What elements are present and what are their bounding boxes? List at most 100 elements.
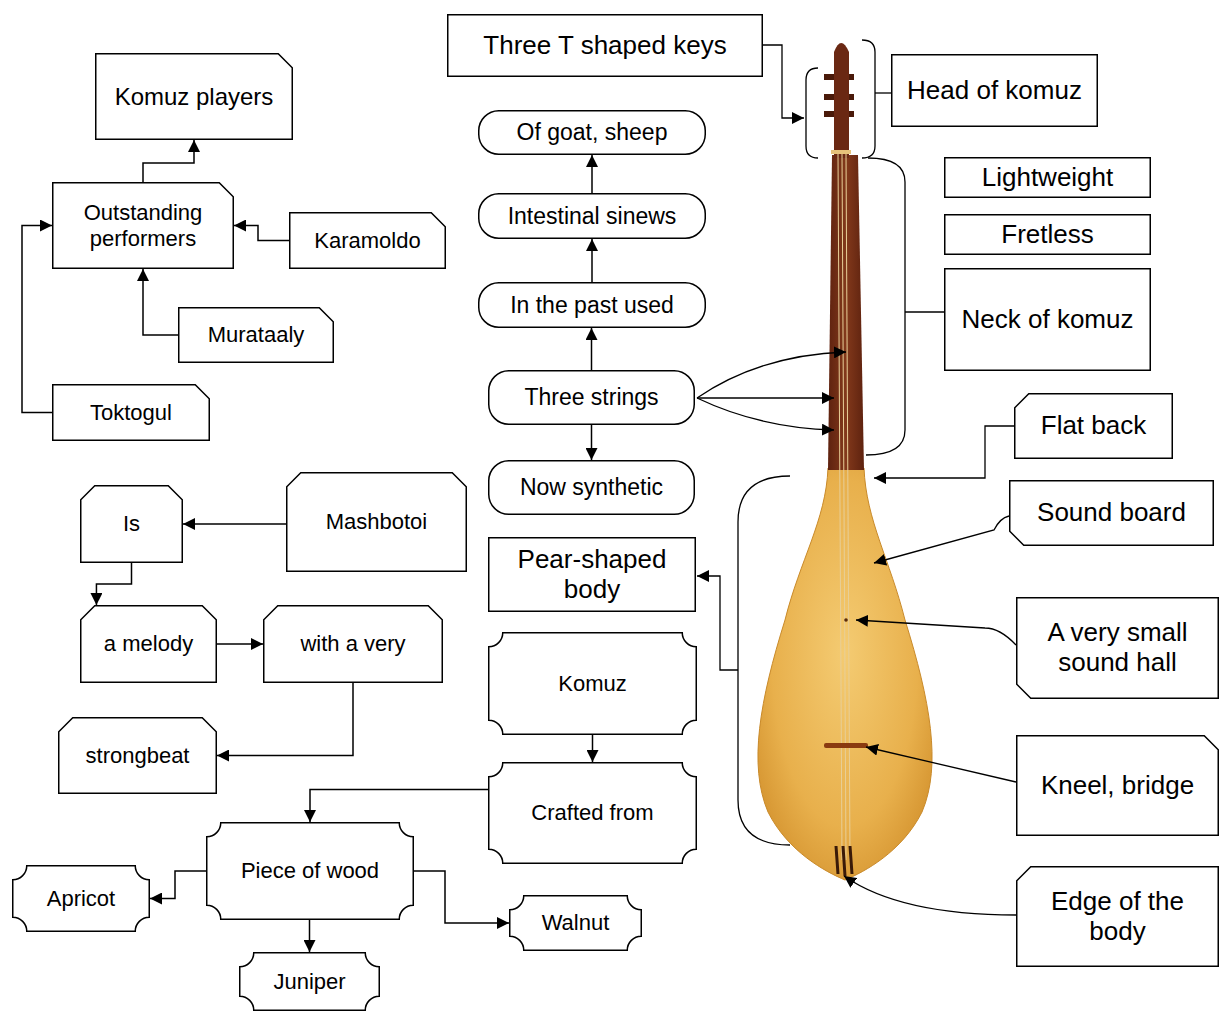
flow-arrow	[309, 920, 311, 952]
node-text: Komuz	[558, 671, 626, 696]
node-outline-path	[81, 486, 183, 563]
node-outline-path	[489, 461, 695, 515]
string-tail	[836, 846, 852, 876]
node-text: Lightweight	[982, 163, 1114, 193]
node-text: Mashbotoi	[326, 509, 428, 534]
node-outline-path	[448, 15, 763, 77]
node-text: Komuz players	[115, 83, 274, 111]
name-box: Toktogul	[52, 384, 210, 441]
node-outline-path	[892, 55, 1098, 127]
tuning-key	[824, 94, 834, 100]
node-text: Toktogul	[90, 400, 172, 425]
node-text: Kneel, bridge	[1041, 771, 1194, 801]
node-outline-path	[1017, 598, 1219, 699]
part-label: Sound board	[1009, 480, 1214, 546]
name-box: Murataaly	[178, 307, 334, 363]
part-label: Kneel, bridge	[1016, 735, 1219, 836]
node-text: Juniper	[273, 969, 345, 994]
flow-arrow	[592, 735, 594, 762]
node-outline-path	[945, 215, 1151, 255]
part-label: A very small sound hall	[1016, 597, 1219, 699]
node-text: Outstanding performers	[62, 200, 224, 251]
phrase-box: Is	[80, 485, 183, 563]
material-box: Piece of wood	[206, 822, 414, 920]
node-text: a melody	[104, 631, 193, 656]
node-outline-path	[240, 953, 380, 1011]
leader-arrow	[874, 426, 1014, 478]
feature-label: Lightweight	[944, 157, 1151, 198]
node-outline-path	[179, 308, 334, 363]
node-text: Neck of komuz	[962, 305, 1134, 335]
material-box: Walnut	[509, 895, 642, 951]
topic-box: Outstanding performers	[52, 182, 234, 269]
komuz-string	[838, 154, 842, 860]
leader-arrow	[844, 876, 1016, 915]
node-outline-path	[945, 269, 1151, 371]
material-box: Juniper	[239, 952, 380, 1011]
tuning-key	[849, 111, 854, 117]
flow-arrow	[591, 155, 593, 193]
leader-arrow	[866, 747, 1016, 782]
node-outline-path	[1017, 867, 1219, 967]
leader-arrow	[697, 576, 738, 670]
node-outline-path	[489, 763, 697, 864]
bracket	[862, 40, 875, 158]
part-label: Edge of the body	[1016, 866, 1219, 967]
fact-box: Three strings	[488, 370, 695, 425]
leader-arrow	[874, 516, 1009, 563]
material-box: Komuz	[488, 632, 697, 735]
phrase-box: with a very	[263, 605, 443, 683]
node-text: Karamoldo	[314, 228, 420, 253]
part-label: Head of komuz	[891, 54, 1098, 127]
komuz-nut	[831, 150, 851, 154]
node-text: Crafted from	[531, 800, 653, 825]
flow-arrow	[414, 871, 509, 923]
flow-arrow	[143, 140, 194, 182]
node-text: Is	[123, 511, 140, 536]
node-text: Flat back	[1041, 411, 1147, 441]
node-text: Pear-shaped body	[498, 545, 686, 605]
node-text: Edge of the body	[1026, 887, 1209, 947]
flow-arrow	[22, 226, 52, 413]
node-text: In the past used	[510, 292, 674, 318]
fact-box: Now synthetic	[488, 460, 695, 515]
node-outline-path	[53, 385, 210, 441]
leader-arrow	[697, 398, 834, 430]
komuz-string	[846, 154, 850, 860]
node-outline-path	[13, 866, 150, 932]
node-outline-path	[59, 718, 217, 794]
node-text: Sound board	[1037, 498, 1186, 528]
node-outline-path	[489, 371, 695, 425]
node-outline-path	[1017, 736, 1219, 836]
node-outline-path	[479, 194, 706, 239]
bracket	[866, 158, 905, 455]
material-box: Apricot	[12, 865, 150, 932]
node-outline-path	[290, 213, 446, 269]
node-text: strongbeat	[86, 743, 190, 768]
node-outline-path	[287, 473, 467, 572]
phrase-box: Mashbotoi	[286, 472, 467, 572]
fact-box: Of goat, sheep	[478, 110, 706, 155]
tuning-key	[849, 74, 854, 80]
flow-arrow	[217, 643, 263, 645]
flow-arrow	[591, 239, 593, 282]
part-label: Flat back	[1014, 393, 1173, 459]
node-text: A very small sound hall	[1026, 618, 1209, 678]
node-text: Apricot	[47, 886, 115, 911]
part-label: Neck of komuz	[944, 268, 1151, 371]
flow-arrow	[591, 425, 593, 460]
node-outline-path	[510, 896, 642, 951]
node-outline-path	[96, 54, 293, 140]
bracket	[806, 68, 818, 158]
node-text: Murataaly	[208, 322, 305, 347]
flow-arrow	[150, 871, 206, 899]
node-outline-path	[489, 538, 696, 612]
phrase-box: a melody	[80, 605, 217, 683]
node-text: Walnut	[542, 910, 610, 935]
node-text: Fretless	[1001, 220, 1093, 250]
node-text: Of goat, sheep	[517, 119, 668, 145]
node-outline-path	[945, 158, 1151, 198]
tuning-key	[849, 94, 854, 100]
flow-arrow	[310, 790, 488, 822]
part-label: Three T shaped keys	[447, 14, 763, 77]
